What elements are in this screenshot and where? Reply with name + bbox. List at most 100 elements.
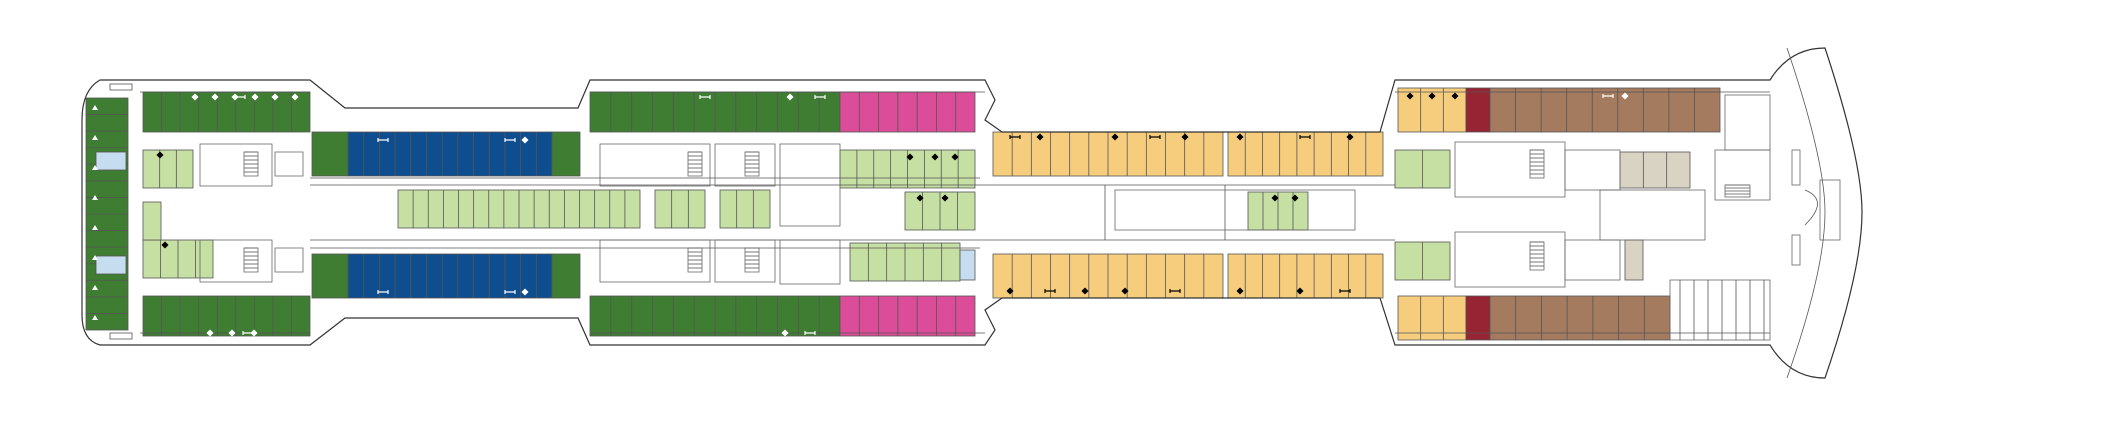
bed-symbol-icon: [941, 194, 949, 202]
triangle-marker-icon: [92, 135, 98, 140]
bottom-aft-cabins-group: [142, 295, 311, 337]
sofa-bed-symbol-icon: [814, 95, 826, 99]
stern-outline: [81, 79, 140, 346]
fore-light-green-group: [1394, 149, 1451, 189]
stern-vent: [109, 332, 133, 340]
grey-cabins-group: [1619, 151, 1691, 189]
stairs: [744, 151, 760, 177]
aft-light-green-small-block: [142, 201, 162, 241]
fwd-light-green-mid-group: [904, 191, 976, 231]
triangle-marker-icon: [92, 195, 98, 200]
grey-cabin-small: [1624, 239, 1644, 281]
sofa-bed-symbol-icon: [1299, 135, 1311, 139]
sofa-bed-symbol-icon: [1339, 289, 1351, 293]
service-room: [714, 143, 776, 187]
bed-symbol-icon: [206, 329, 214, 337]
top-green-end-block: [311, 131, 349, 177]
top-yellow-cabins-group: [992, 131, 1224, 177]
stairs: [744, 247, 760, 273]
fore-stair-core: [1454, 231, 1566, 288]
top-blue-cabins-group: [347, 131, 553, 177]
hull-outline: [140, 47, 1863, 379]
mid-light-green-row-block: [654, 189, 706, 229]
bed-symbol-icon: [271, 93, 279, 101]
top-yellow-cabins-block: [1227, 131, 1384, 177]
sofa-bed-symbol-icon: [1169, 289, 1181, 293]
bed-symbol-icon: [786, 93, 794, 101]
top-pink-cabins-block: [839, 91, 976, 133]
bottom-green-end-group: [311, 253, 349, 299]
top-mid-cabins-group: [589, 91, 841, 133]
bed-symbol-icon: [521, 136, 529, 144]
aft-light-green-group: [142, 149, 194, 189]
bed-symbol-icon: [781, 329, 789, 337]
sofa-bed-symbol-icon: [1602, 94, 1614, 98]
sofa-bed-symbol-icon: [504, 290, 516, 294]
stairs: [1724, 184, 1751, 198]
bow-window: [1791, 234, 1801, 266]
sofa-bed-symbol-icon: [1009, 135, 1021, 139]
bottom-green-end-block: [311, 253, 349, 299]
stern-cabins-group: [85, 97, 129, 331]
storage-area: [1669, 279, 1771, 341]
mid-stair-core: [599, 239, 711, 283]
bottom-yellow-cabins-group: [1227, 253, 1384, 299]
top-green-end-block: [551, 131, 581, 177]
triangle-marker-icon: [92, 225, 98, 230]
bed-symbol-icon: [916, 194, 924, 202]
bottom-yellow-cabins-block: [1227, 253, 1384, 299]
stern-vent: [109, 83, 133, 91]
sofa-bed-symbol-icon: [242, 331, 254, 335]
top-pink-cabins-group: [839, 91, 976, 133]
bow-inner-line: [1786, 47, 1826, 379]
lift: [274, 151, 304, 177]
sofa-bed-symbol-icon: [504, 138, 516, 142]
stairs: [1529, 241, 1545, 271]
bed-symbol-icon: [228, 329, 236, 337]
bottom-aft-cabins-block: [142, 295, 311, 337]
bow-platform: [1819, 179, 1841, 241]
crew-area: [1724, 94, 1771, 151]
fore-light-green-group: [1394, 241, 1451, 281]
bed-symbol-icon: [156, 151, 164, 159]
bottom-green-end-block: [551, 253, 581, 299]
grey-cabins-block: [1619, 151, 1691, 189]
bed-symbol-icon: [291, 93, 299, 101]
stern-light-blue-cabin: [95, 255, 127, 275]
bed-symbol-icon: [211, 93, 219, 101]
stairs-frame: [744, 247, 760, 273]
stairs-frame: [687, 151, 703, 177]
cabin-layer: [85, 87, 1721, 341]
structure-layer: [81, 47, 1863, 379]
bottom-green-end-group: [551, 253, 581, 299]
top-aft-cabins-group: [142, 91, 311, 133]
bottom-blue-cabins-block: [347, 253, 553, 299]
bed-symbol-icon: [1006, 287, 1014, 295]
triangle-marker-icon: [92, 255, 98, 260]
aft-stair-core: [199, 143, 273, 187]
stairs-frame: [687, 247, 703, 273]
mid-light-green-row-block: [719, 189, 771, 229]
triangle-marker-icon: [92, 285, 98, 290]
top-brown-suites-block: [1489, 87, 1721, 133]
stairs-frame: [1724, 184, 1751, 198]
fore-stair-core: [1454, 141, 1566, 198]
bow-curve: [1804, 189, 1818, 226]
fwd-light-green-bottom-group: [849, 242, 961, 282]
stairs-frame: [744, 151, 760, 177]
mid-stair-core: [599, 143, 711, 187]
sofa-bed-symbol-icon: [234, 95, 246, 99]
triangle-marker-icon: [92, 165, 98, 170]
stairs-frame: [1529, 149, 1545, 179]
top-green-end-group: [311, 131, 349, 177]
service-room: [1599, 189, 1706, 241]
top-yellow-cabins-group: [1227, 131, 1384, 177]
aft-stair-core: [199, 239, 273, 283]
bottom-blue-cabins-group: [347, 253, 553, 299]
icon-layer: [92, 92, 1629, 337]
lift: [274, 247, 304, 273]
stairs: [687, 247, 703, 273]
sofa-bed-symbol-icon: [1149, 135, 1161, 139]
